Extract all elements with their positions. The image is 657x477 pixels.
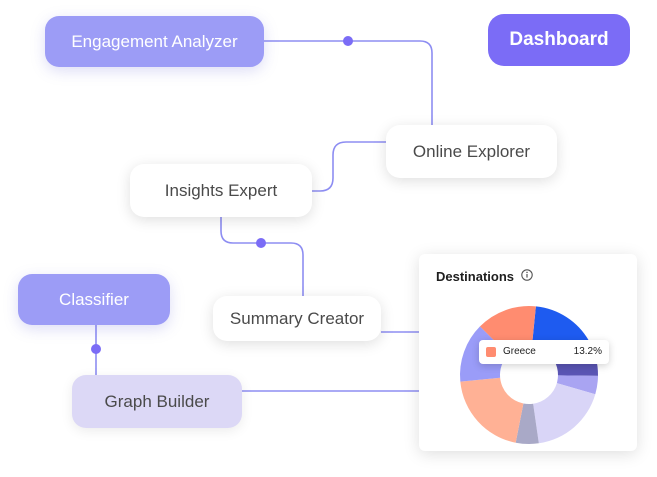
info-icon[interactable] (521, 269, 533, 281)
connector-insights-summary (220, 217, 304, 296)
connector-dot (91, 344, 101, 354)
tooltip-value: 13.2% (573, 346, 602, 357)
donut-slice-2[interactable] (556, 375, 598, 395)
node-graph-builder[interactable]: Graph Builder (72, 375, 242, 428)
dashboard-button[interactable]: Dashboard (488, 14, 630, 66)
connector-engagement-online (264, 40, 433, 125)
tooltip-label: Greece (503, 346, 536, 357)
connector-dot (343, 36, 353, 46)
node-insights-expert[interactable]: Insights Expert (130, 164, 312, 217)
connector-dot (256, 238, 266, 248)
donut-slice-3[interactable] (533, 383, 596, 444)
node-engagement-analyzer[interactable]: Engagement Analyzer (45, 16, 264, 67)
donut-slice-5[interactable] (460, 377, 524, 443)
connector-online-insights (312, 141, 386, 192)
chart-tooltip: Greece 13.2% (479, 340, 609, 364)
chart-title: Destinations (436, 269, 515, 284)
node-classifier[interactable]: Classifier (18, 274, 170, 325)
node-summary-creator[interactable]: Summary Creator (213, 296, 381, 341)
node-online-explorer[interactable]: Online Explorer (386, 125, 557, 178)
destinations-chart-card: Destinations Greece 13.2% (419, 254, 637, 451)
tooltip-swatch (486, 347, 496, 357)
donut-slice-4[interactable] (515, 403, 539, 444)
